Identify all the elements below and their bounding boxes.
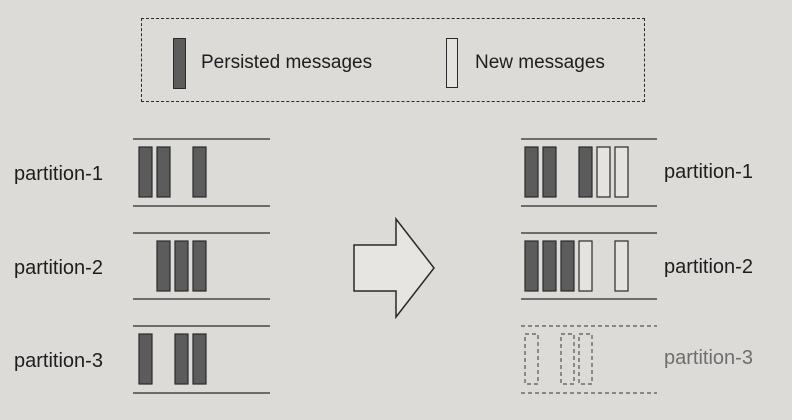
after-partition-2-new-message [578, 240, 593, 292]
before-partition-1-persisted-message [156, 146, 171, 198]
transition-arrow [353, 216, 435, 320]
before-partition-3-persisted-message [174, 333, 189, 385]
after-partition-3-label: partition-3 [664, 347, 753, 369]
before-partition-3-persisted-message [138, 333, 153, 385]
after-partition-1-persisted-message [578, 146, 593, 198]
after-partition-2-persisted-message [560, 240, 575, 292]
legend-box: Persisted messages New messages [141, 18, 645, 102]
before-partition-2-persisted-message [156, 240, 171, 292]
before-partition-2-label: partition-2 [14, 257, 103, 279]
after-partition-1-persisted-message [542, 146, 557, 198]
after-partition-2-persisted-message [524, 240, 539, 292]
after-partition-2-label: partition-2 [664, 256, 753, 278]
after-partition-2-persisted-message [542, 240, 557, 292]
new-legend-label: New messages [475, 52, 605, 73]
before-partition-2-persisted-message [192, 240, 207, 292]
after-partition-1-label: partition-1 [664, 161, 753, 183]
before-partition-3-label: partition-3 [14, 350, 103, 372]
after-partition-1-new-message [614, 146, 629, 198]
before-partition-1-label: partition-1 [14, 163, 103, 185]
persisted-message-swatch [173, 38, 186, 89]
after-partition-1-persisted-message [524, 146, 539, 198]
before-partition-2-persisted-message [174, 240, 189, 292]
before-partition-3-persisted-message [192, 333, 207, 385]
persisted-legend-label: Persisted messages [201, 52, 373, 73]
after-partition-3-unavailable-message [524, 333, 539, 385]
after-partition-1-new-message [596, 146, 611, 198]
before-partition-1-persisted-message [138, 146, 153, 198]
new-message-swatch [446, 38, 458, 88]
after-partition-3-unavailable-message [560, 333, 575, 385]
before-partition-1-persisted-message [192, 146, 207, 198]
after-partition-3-unavailable-message [578, 333, 593, 385]
after-partition-2-new-message [614, 240, 629, 292]
